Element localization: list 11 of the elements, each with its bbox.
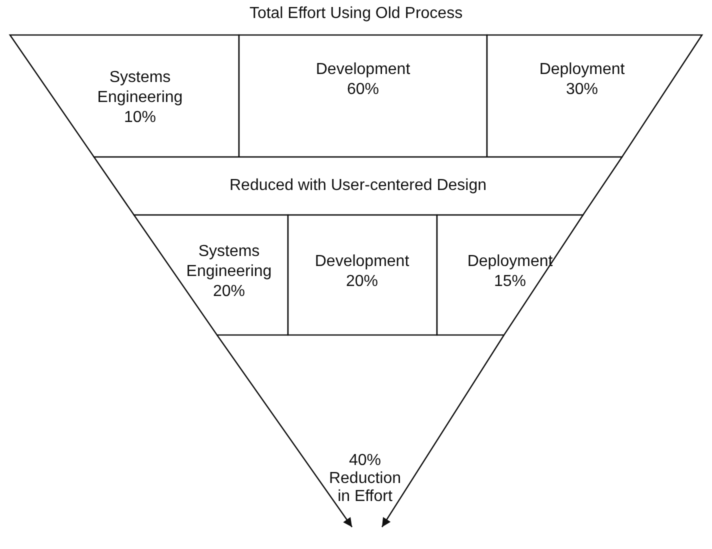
section-label: Deployment 30%: [538, 60, 626, 100]
section-label: Development 20%: [314, 252, 410, 292]
section-label: Systems Engineering 20%: [185, 242, 273, 302]
diagram-title: Total Effort Using Old Process: [248, 4, 464, 24]
section-label: Reduced with User-centered Design: [228, 176, 488, 196]
section-label: Systems Engineering 10%: [96, 68, 184, 128]
section-label: Development 60%: [314, 60, 412, 100]
arrow: [216, 334, 353, 528]
section-label: Deployment 15%: [466, 252, 554, 292]
result-label: 40% Reduction in Effort: [328, 452, 402, 506]
arrow: [381, 334, 505, 528]
